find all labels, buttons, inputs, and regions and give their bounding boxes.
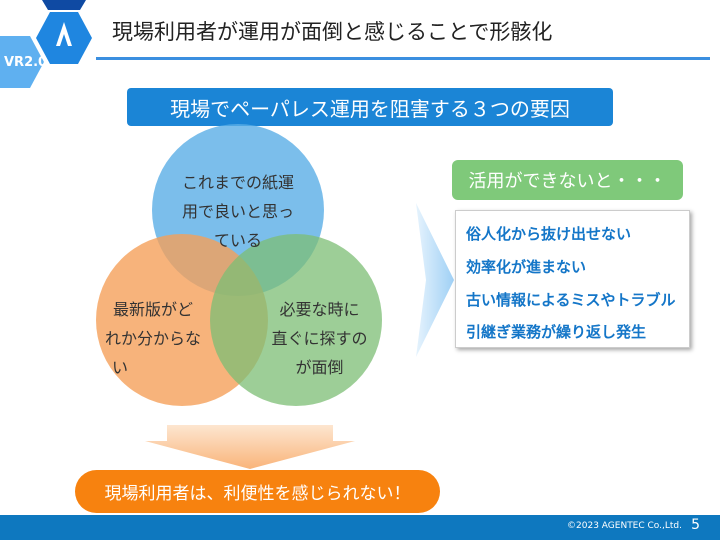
venn-line: が面倒 bbox=[295, 358, 344, 377]
list-item: 効率化が進まない bbox=[466, 258, 587, 276]
section-banner: 現場でペーパレス運用を阻害する３つの要因 bbox=[127, 88, 613, 126]
venn-line: これまでの紙運 bbox=[181, 173, 294, 192]
page-number: 5 bbox=[691, 517, 700, 533]
down-arrow bbox=[145, 425, 355, 469]
result-label: 活用ができないと・・・ bbox=[452, 160, 683, 200]
list-item: 古い情報によるミスやトラブル bbox=[466, 291, 676, 309]
footer-bar bbox=[0, 515, 720, 540]
venn-text-top: これまでの紙運用で良いと思っている bbox=[168, 168, 308, 255]
venn-text-left: 最新版がどれか分からない bbox=[98, 295, 208, 382]
logo-hexagons: VR2.0 bbox=[0, 0, 92, 88]
right-chevron-arrow bbox=[416, 203, 454, 357]
result-list: 俗人化から抜け出せない 効率化が進まない 古い情報によるミスやトラブル 引継ぎ業… bbox=[455, 210, 690, 348]
venn-circle-right bbox=[210, 234, 382, 406]
page-title: 現場利用者が運用が面倒と感じることで形骸化 bbox=[112, 20, 553, 44]
list-item: 引継ぎ業務が繰り返し発生 bbox=[466, 323, 647, 341]
venn-diagram bbox=[96, 124, 382, 406]
list-item: 俗人化から抜け出せない bbox=[466, 225, 632, 243]
version-badge: VR2.0 bbox=[4, 55, 47, 70]
title-underline bbox=[96, 57, 710, 60]
venn-line: 用で良いと思っ bbox=[181, 202, 294, 221]
venn-line: ている bbox=[213, 231, 262, 250]
venn-line: 直ぐに探すの bbox=[271, 329, 368, 348]
venn-line: れか分からな bbox=[104, 329, 201, 348]
copyright: ©2023 AGENTEC Co.,Ltd. bbox=[567, 521, 682, 531]
logo-icon bbox=[56, 22, 72, 46]
venn-line: 必要な時に bbox=[279, 300, 360, 319]
conclusion-banner: 現場利用者は、利便性を感じられない！ bbox=[75, 470, 440, 513]
venn-line: 最新版がど bbox=[112, 300, 193, 319]
venn-line: い bbox=[112, 358, 129, 377]
venn-text-right: 必要な時に直ぐに探すのが面倒 bbox=[262, 295, 377, 382]
